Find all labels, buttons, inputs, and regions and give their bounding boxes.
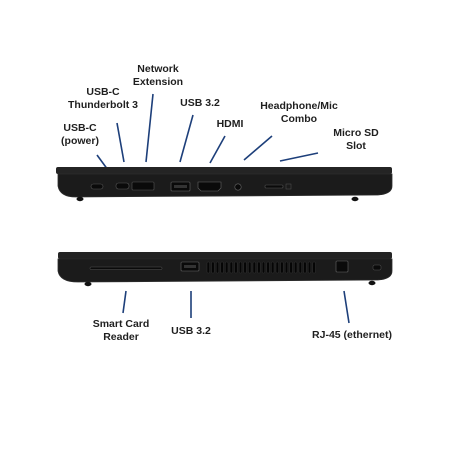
label-headphone: Headphone/Mic Combo (252, 100, 346, 126)
label-headphone-line2: Combo (280, 113, 318, 125)
vent-slot (262, 261, 266, 274)
vent-slot (285, 261, 289, 274)
network-ext-port (131, 181, 155, 191)
rubber-foot-right-top (351, 196, 359, 202)
label-hdmi-line1: HDMI (216, 118, 244, 130)
leader-hdmi (209, 135, 226, 164)
usb32-port-bottom-tongue (184, 265, 196, 268)
vent-slot (206, 261, 210, 274)
vent-slot (248, 261, 252, 274)
label-usbc-tb3: USB-C Thunderbolt 3 (62, 86, 144, 112)
leader-network-ext (145, 93, 154, 163)
label-usb32-top-line1: USB 3.2 (180, 97, 220, 109)
vent-slot (243, 261, 247, 274)
label-network-ext-line2: Extension (132, 76, 184, 88)
vent-slot (271, 261, 275, 274)
vent-slot (308, 261, 312, 274)
microsd-slot (264, 184, 284, 189)
rubber-foot-left-bottom (84, 281, 92, 287)
vent-slot (220, 261, 224, 274)
headphone-jack (234, 183, 242, 191)
vent-slot (303, 261, 307, 274)
label-hdmi: HDMI (210, 118, 250, 131)
label-usbc-power-line2: (power) (61, 135, 99, 147)
vent-slot (312, 261, 316, 274)
laptop-lid-bottom (58, 252, 392, 259)
leader-microsd (279, 152, 319, 162)
usbc-power-port (90, 183, 104, 190)
vent-slot (252, 261, 256, 274)
smartcard-slot (89, 266, 163, 270)
label-usb32-bottom-line1: USB 3.2 (171, 325, 211, 337)
label-microsd-line2: Slot (346, 140, 366, 152)
vent-slot (215, 261, 219, 274)
label-usb32-bottom: USB 3.2 (165, 325, 217, 338)
label-usbc-power: USB-C (power) (56, 122, 104, 148)
label-microsd: Micro SD Slot (326, 127, 386, 153)
label-rj45: RJ-45 (ethernet) (303, 329, 401, 342)
laptop-side-bottom (57, 252, 393, 287)
label-rj45-line1: RJ-45 (ethernet) (312, 329, 392, 341)
vent-slot (298, 261, 302, 274)
label-usbc-power-line1: USB-C (63, 122, 97, 134)
usb32-port-tongue (174, 185, 187, 188)
vent-grille (206, 261, 316, 274)
rubber-foot-right-bottom (368, 280, 376, 286)
vent-slot (275, 261, 279, 274)
vent-slot (225, 261, 229, 274)
leader-lines-bottom (122, 290, 350, 324)
usbc-tb3-port (115, 182, 130, 190)
leader-usb32-top (179, 114, 194, 163)
vent-slot (266, 261, 270, 274)
label-usbc-tb3-line1: USB-C (86, 86, 120, 98)
rubber-foot-left-top (76, 196, 84, 202)
laptop-lid-top (56, 167, 392, 174)
label-usb32-top: USB 3.2 (175, 97, 225, 110)
vent-slot (229, 261, 233, 274)
rj45-port (335, 260, 349, 273)
microsd-icon (285, 183, 292, 190)
leader-rj45 (343, 290, 350, 324)
label-network-ext: Network Extension (128, 63, 188, 89)
vent-slot (234, 261, 238, 274)
vent-slot (238, 261, 242, 274)
leader-headphone (243, 135, 273, 161)
leader-lines-top (96, 93, 319, 171)
vent-slot (289, 261, 293, 274)
lock-slot (372, 264, 382, 271)
vent-slot (294, 261, 298, 274)
laptop-side-top (56, 167, 393, 202)
label-usbc-tb3-line2: Thunderbolt 3 (68, 99, 138, 111)
label-microsd-line1: Micro SD (333, 127, 379, 139)
vent-slot (280, 261, 284, 274)
leader-smartcard (122, 290, 127, 314)
label-network-ext-line1: Network (137, 63, 179, 75)
hdmi-port (197, 181, 222, 192)
label-smartcard-line2: Reader (103, 331, 139, 343)
vent-slot (257, 261, 261, 274)
label-headphone-line1: Headphone/Mic (260, 100, 338, 112)
vent-slot (211, 261, 215, 274)
leader-usbc-tb3 (116, 122, 125, 163)
label-smartcard: Smart Card Reader (84, 318, 158, 344)
laptop-body-top (57, 173, 393, 198)
label-smartcard-line1: Smart Card (92, 318, 150, 330)
